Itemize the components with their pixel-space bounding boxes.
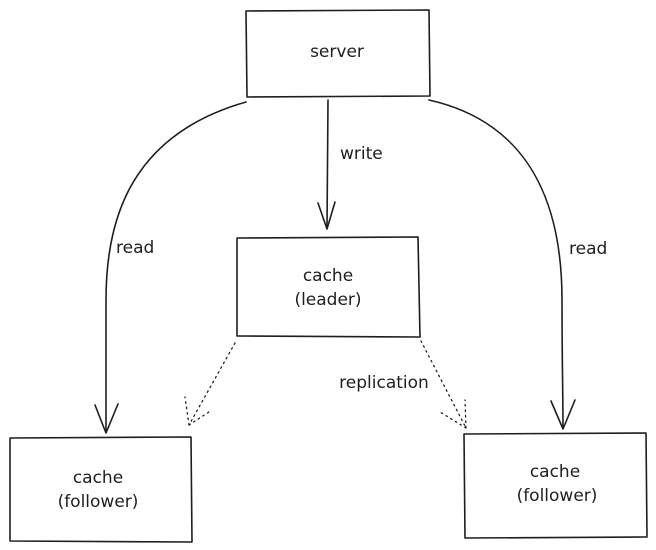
write-arrow-line (326, 99, 329, 229)
server-box (245, 9, 431, 98)
replication-left-line (188, 342, 236, 426)
cache-follower-left-label-line1: cache (73, 468, 123, 488)
cache-follower-left-box (9, 436, 193, 543)
read-left-label: read (116, 238, 154, 258)
replication-right-arrow: replication (339, 340, 467, 429)
replication-left-arrowhead (184, 396, 213, 426)
cache-follower-right-label-line2: (follower) (517, 486, 598, 506)
write-arrow: write (317, 99, 383, 230)
cache-follower-left-node[interactable]: cache (follower) (9, 436, 193, 543)
read-right-arrow-line (428, 99, 564, 429)
replication-label: replication (339, 373, 429, 393)
read-left-arrow: read (94, 101, 247, 434)
replication-right-line (420, 340, 467, 429)
replication-right-arrowhead (439, 399, 467, 429)
cache-follower-left-label-line2: (follower) (58, 492, 139, 512)
cache-follower-right-node[interactable]: cache (follower) (463, 432, 648, 539)
read-right-arrowhead (550, 399, 576, 430)
read-left-arrowhead (94, 403, 119, 434)
server-label: server (310, 42, 364, 62)
cache-follower-right-label-line1: cache (530, 462, 580, 482)
server-node[interactable]: server (245, 9, 431, 98)
cache-follower-right-box (463, 432, 648, 539)
read-right-label: read (569, 239, 607, 259)
cache-leader-node[interactable]: cache (leader) (236, 236, 421, 338)
cache-leader-label-line1: cache (303, 266, 353, 286)
write-arrowhead (317, 201, 336, 230)
read-left-arrow-line (105, 101, 247, 433)
write-label: write (340, 144, 383, 164)
cache-leader-box (236, 236, 421, 338)
cache-leader-label-line2: (leader) (294, 290, 361, 310)
read-right-arrow: read (428, 99, 607, 430)
replication-left-arrow (184, 342, 236, 426)
